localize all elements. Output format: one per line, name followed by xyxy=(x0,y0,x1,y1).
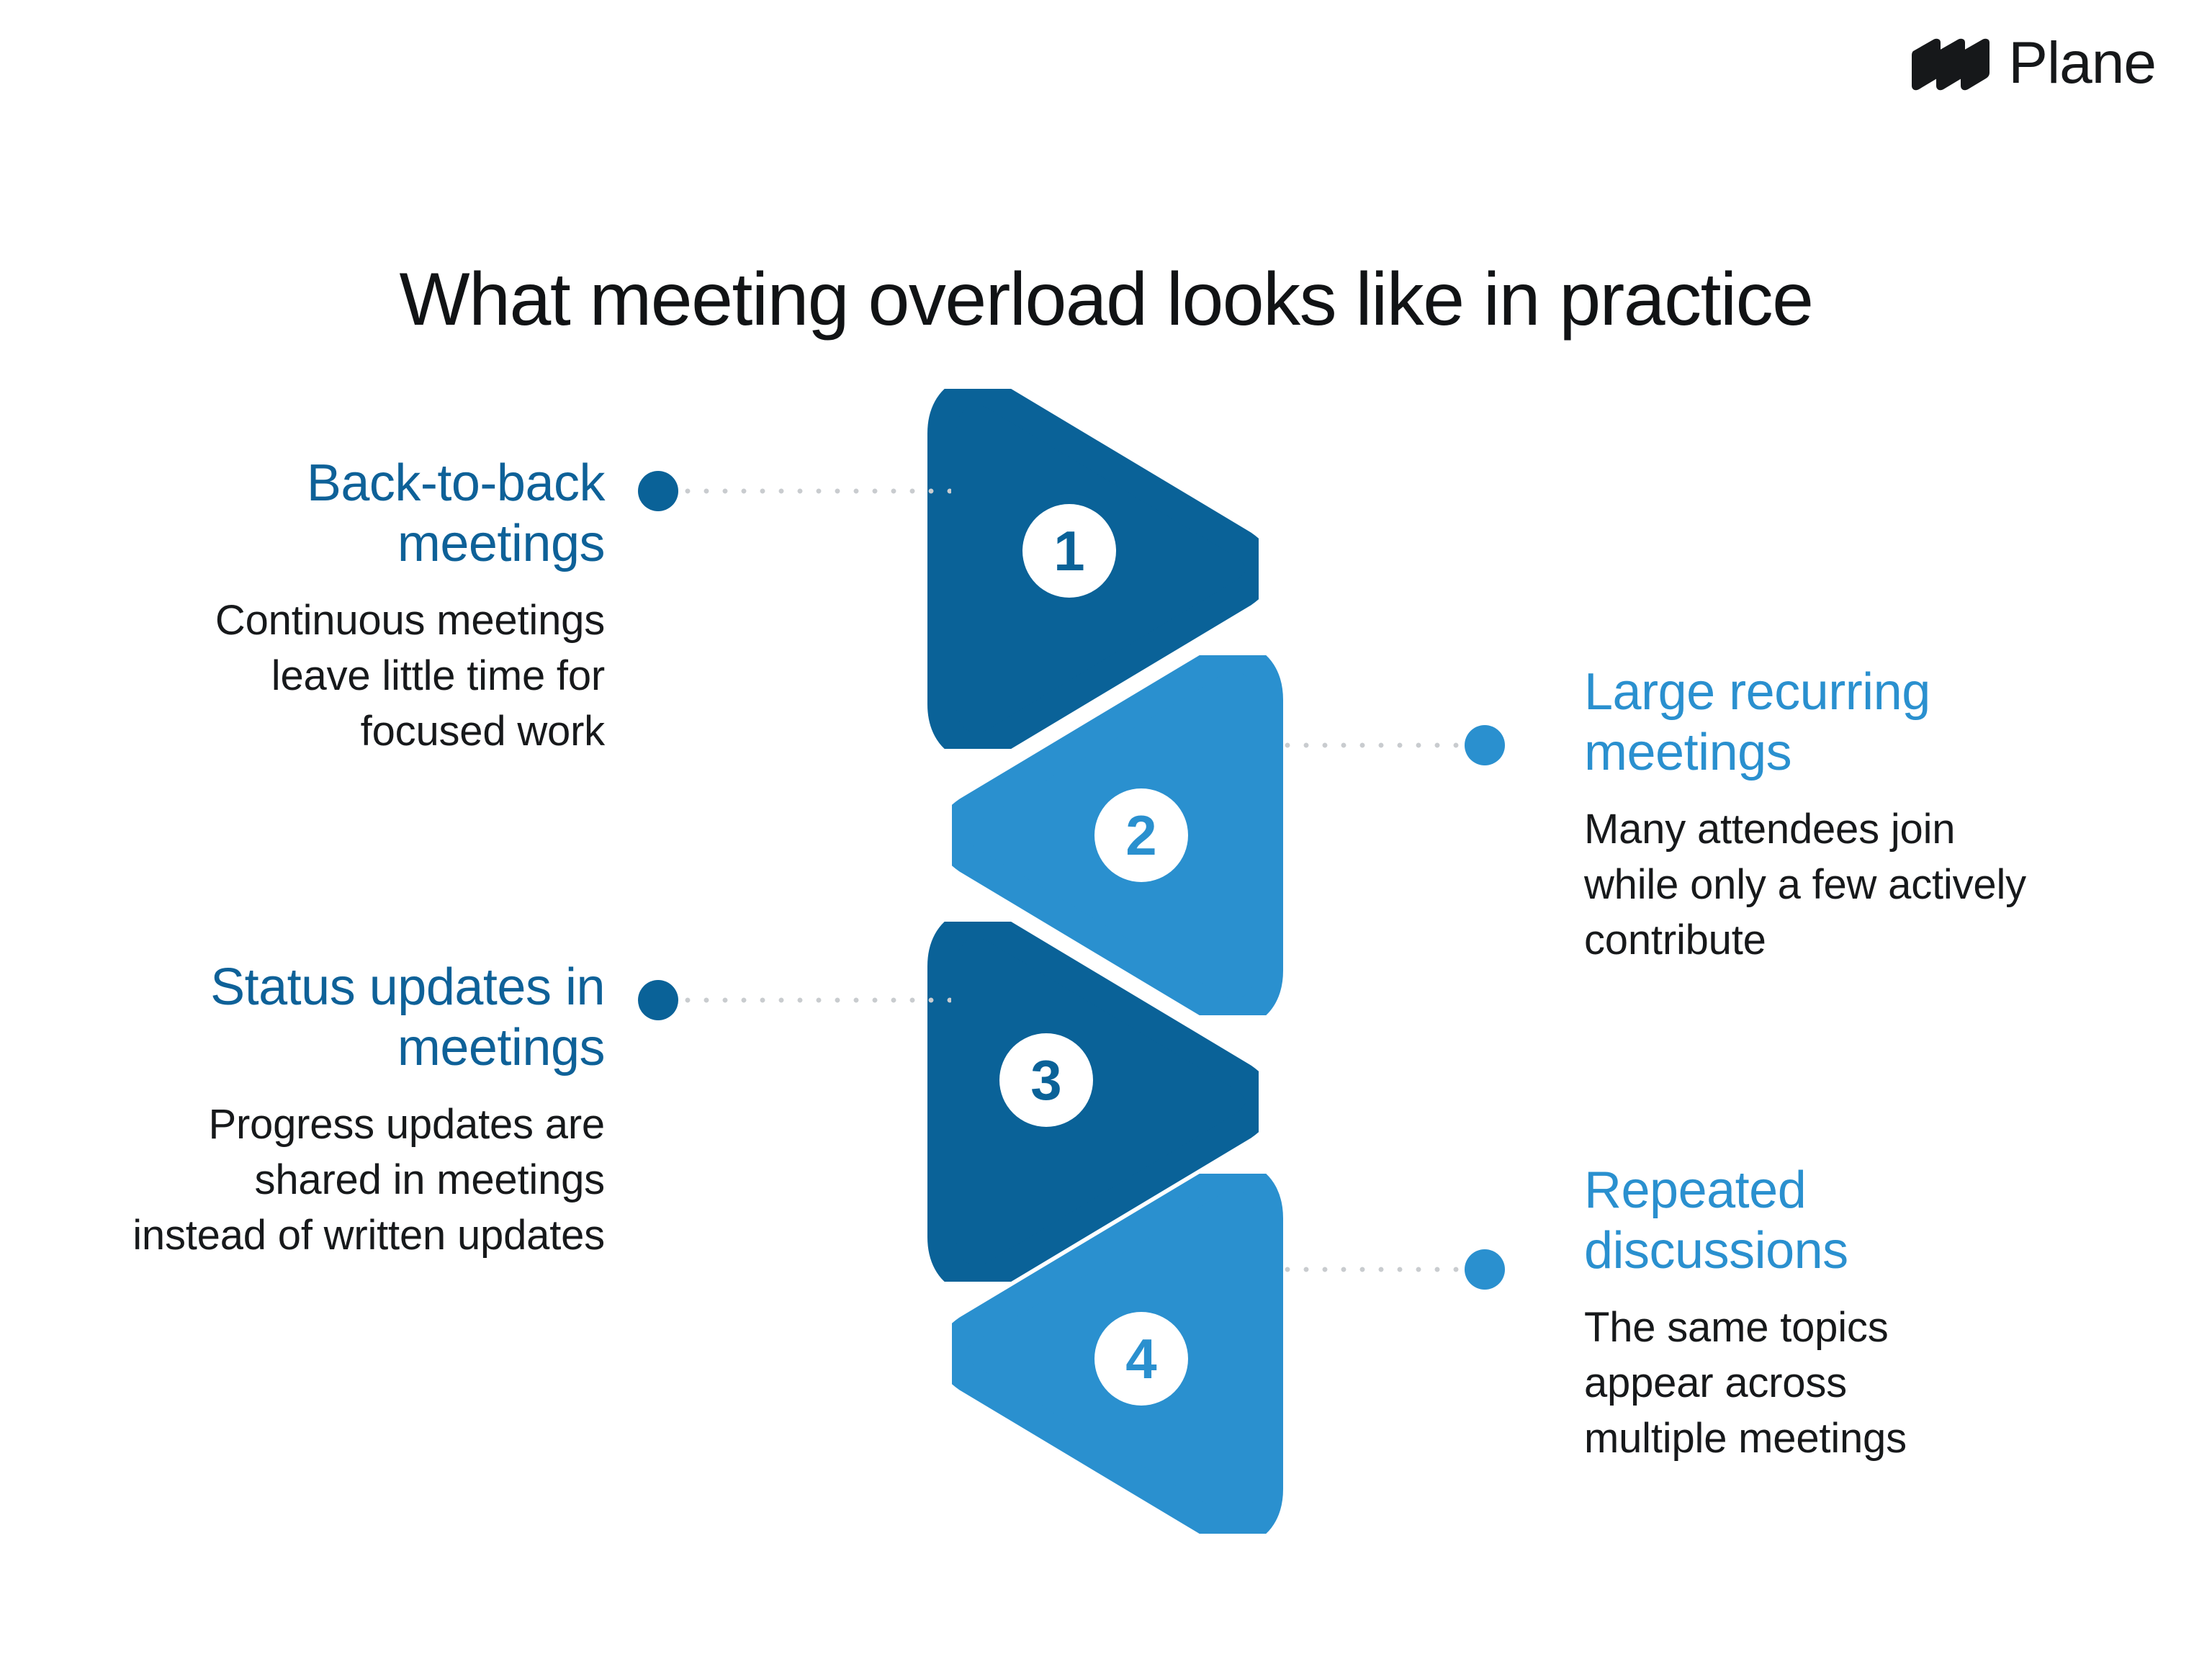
item-heading-1: Back-to-back meetings xyxy=(306,454,606,572)
brand-name: Plane xyxy=(2008,30,2157,96)
connector-dotted-line-4 xyxy=(1278,1265,1465,1274)
connector-knob-3 xyxy=(638,980,678,1020)
item-body-3: Progress updates are shared in meetings … xyxy=(132,1101,605,1259)
triangle-stack: 1 2 3 4 xyxy=(922,389,1325,1534)
connector-3 xyxy=(638,980,951,1020)
connector-dotted-line-3 xyxy=(678,996,951,1004)
item-block-4: Repeated discussions The same topics app… xyxy=(1584,1161,1987,1466)
step-number-badge-4: 4 xyxy=(1094,1312,1188,1406)
connector-knob-4 xyxy=(1465,1249,1505,1290)
item-heading-4: Repeated discussions xyxy=(1584,1161,1848,1280)
connector-2 xyxy=(1278,725,1505,765)
step-number-badge-1: 1 xyxy=(1022,504,1116,598)
item-block-1: Back-to-back meetings Continuous meeting… xyxy=(115,454,606,759)
item-body-1: Continuous meetings leave little time fo… xyxy=(215,597,605,755)
item-body-2: Many attendees join while only a few act… xyxy=(1584,806,2026,964)
step-number-badge-3: 3 xyxy=(999,1033,1093,1127)
item-body-4: The same topics appear across multiple m… xyxy=(1584,1304,1907,1462)
page-title: What meeting overload looks like in prac… xyxy=(399,257,1814,341)
connector-dotted-line-2 xyxy=(1278,741,1465,750)
connector-4 xyxy=(1278,1249,1505,1290)
connector-knob-2 xyxy=(1465,725,1505,765)
step-number-badge-2: 2 xyxy=(1094,788,1188,882)
connector-1 xyxy=(638,471,951,511)
item-block-3: Status updates in meetings Progress upda… xyxy=(115,958,605,1263)
item-heading-2: Large recurring meetings xyxy=(1584,663,1930,781)
plane-logo-icon xyxy=(1912,35,1992,96)
brand-logo: Plane xyxy=(1912,26,2157,105)
item-heading-3: Status updates in meetings xyxy=(210,958,605,1076)
connector-dotted-line-1 xyxy=(678,487,951,495)
triangle-shape-3 xyxy=(927,922,1259,1282)
connector-knob-1 xyxy=(638,471,678,511)
item-block-2: Large recurring meetings Many attendees … xyxy=(1584,662,2031,968)
